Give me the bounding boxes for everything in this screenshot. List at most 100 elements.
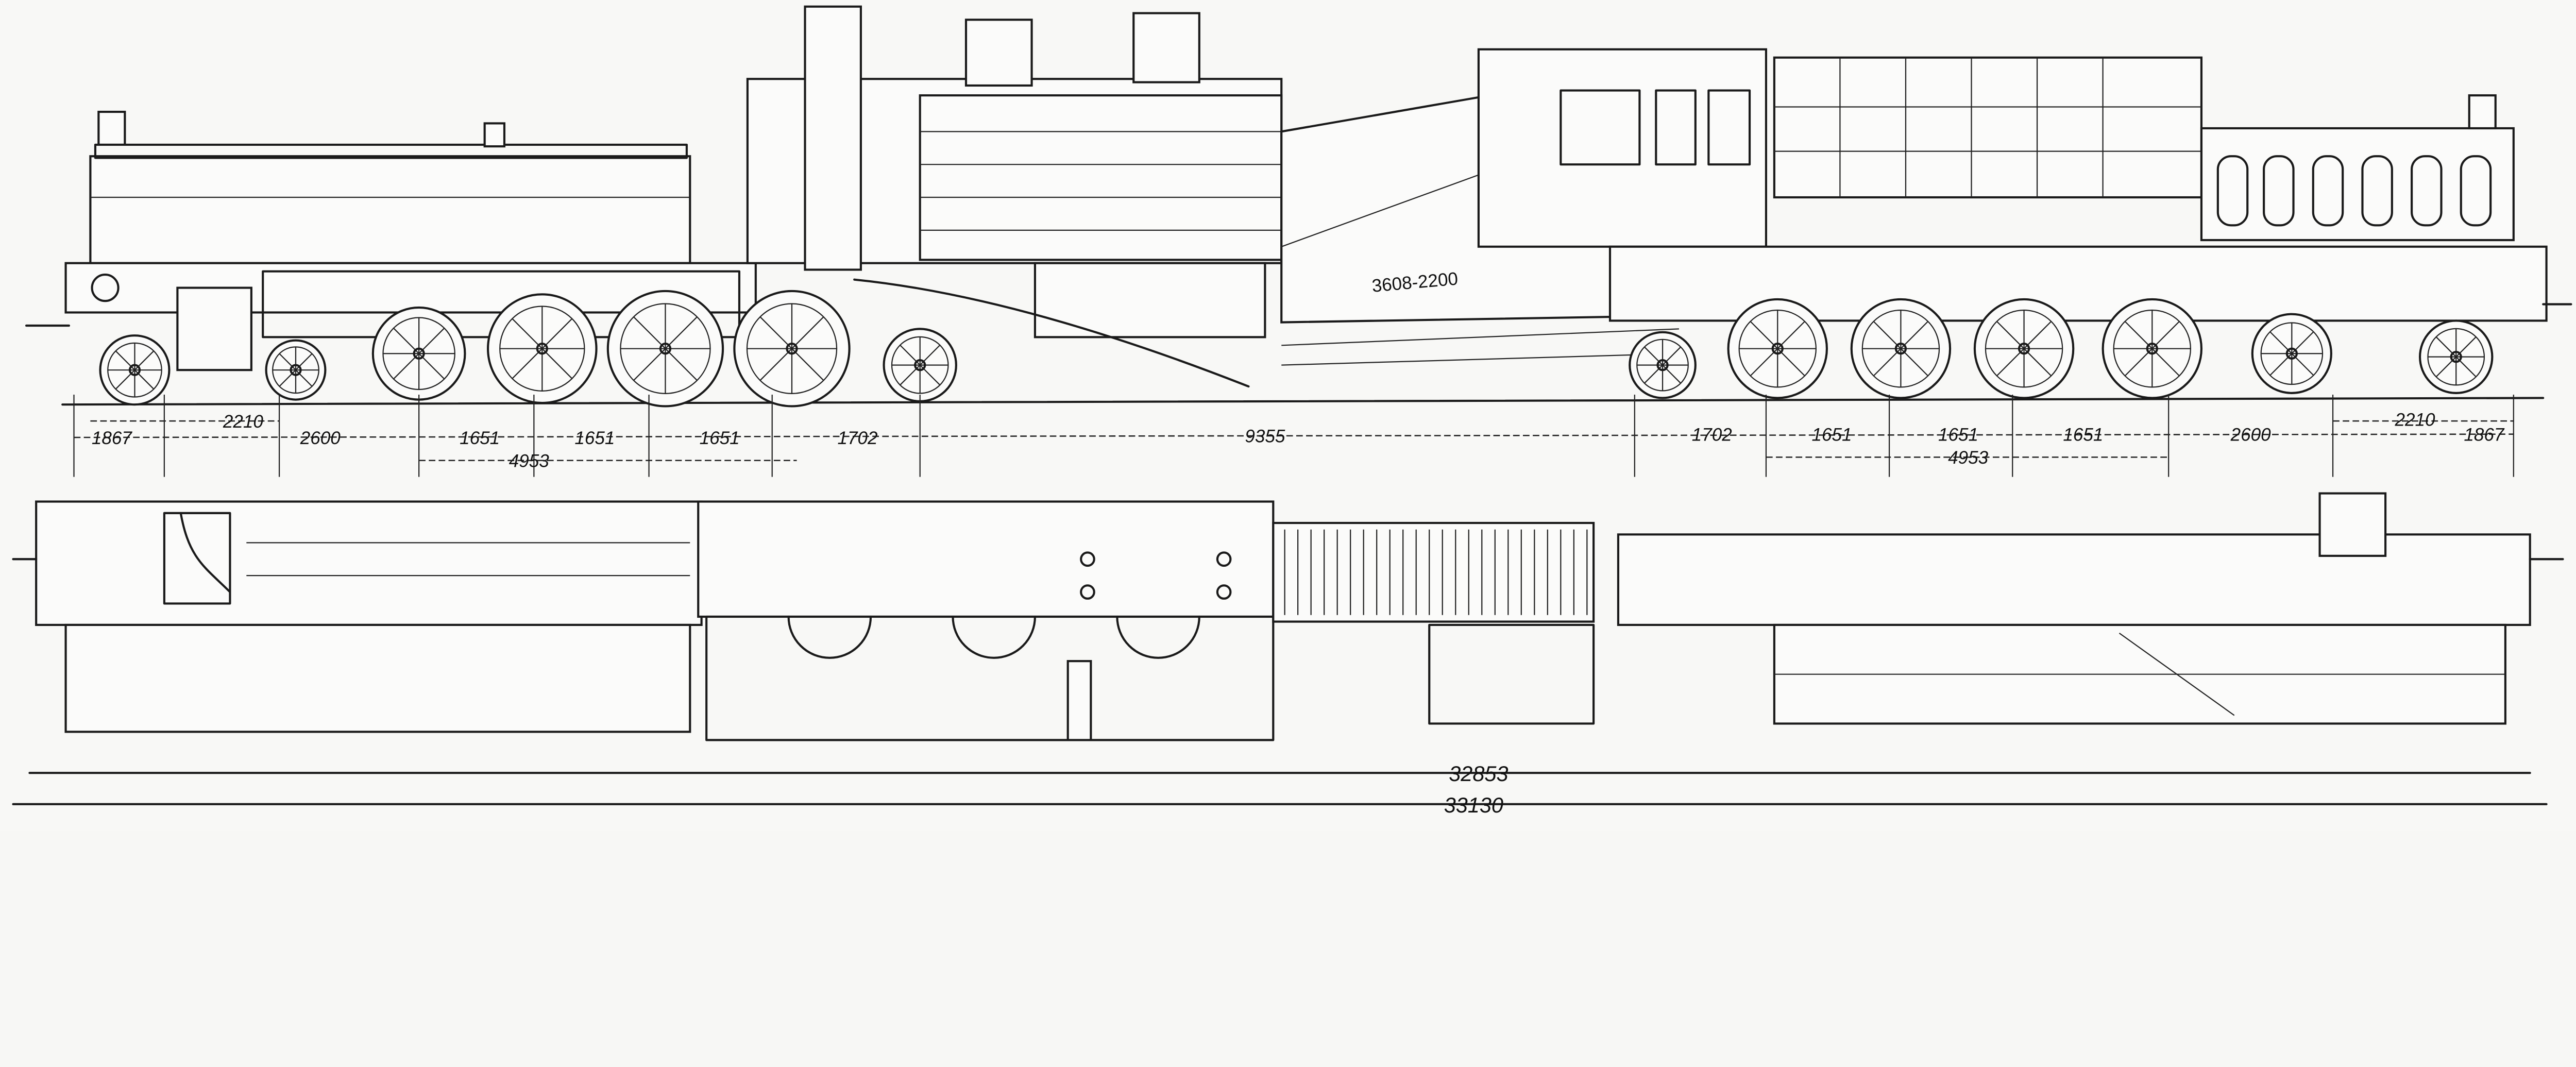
dim-1702-right: 1702 <box>1692 425 1732 445</box>
dim-1651-right-3: 1651 <box>2063 425 2103 445</box>
extension-lines <box>73 395 2514 477</box>
boiler-barrel <box>919 94 1283 261</box>
wheel-spoke <box>1873 321 1902 349</box>
wheel-spoke <box>1777 348 1805 377</box>
wheel <box>733 290 851 408</box>
wheel-spoke <box>541 348 573 379</box>
dim-9355: 9355 <box>1245 427 1285 447</box>
wheel-spoke <box>2023 348 2052 377</box>
wheel-spoke <box>2124 321 2153 349</box>
wheel-spoke <box>2124 348 2153 377</box>
boiler-unit <box>746 5 1283 388</box>
wheel <box>1973 298 2075 399</box>
steam-dome <box>1132 12 1200 83</box>
wheel-hub <box>413 347 425 360</box>
boiler-unit-frame <box>697 500 1275 618</box>
wheel-hub <box>2018 343 2030 355</box>
wheel-spoke <box>1750 348 1778 377</box>
wheel <box>2418 319 2494 394</box>
cab-window <box>1707 89 1751 166</box>
wheel-hub <box>659 343 672 355</box>
dim-2600-right: 2600 <box>2230 425 2271 445</box>
wheel <box>371 306 466 401</box>
grille-bars <box>1284 529 1588 615</box>
wheel-hub <box>1771 343 1784 355</box>
side-elevation: 3608-2200 <box>25 5 2572 408</box>
dim-1651-left-3: 1651 <box>700 428 740 448</box>
wheel <box>486 293 598 404</box>
wheel-spoke <box>2023 321 2052 349</box>
wheel <box>265 339 327 401</box>
dim-4953-left: 4953 <box>509 451 549 471</box>
wheel-spoke <box>279 369 296 387</box>
dim-2210-right: 2210 <box>2394 410 2435 430</box>
wheel-spoke <box>665 348 698 381</box>
locomotive-technical-drawing: 3608-2200 <box>12 5 2572 817</box>
wheel-spoke <box>2151 321 2180 349</box>
wheel-spoke <box>791 348 824 381</box>
wheel-hub <box>536 343 548 355</box>
cab-window <box>1560 89 1641 166</box>
wheel-spoke <box>791 316 824 349</box>
wheel-hub <box>2146 343 2158 355</box>
wheel-spoke <box>759 316 792 349</box>
rear-water-tank-unit <box>25 110 757 371</box>
wheel-spoke <box>2151 348 2180 377</box>
wheel-spoke <box>665 316 698 349</box>
wheel-spoke <box>1750 321 1778 349</box>
wheel-hub <box>128 364 141 376</box>
wheel-hub <box>786 343 798 355</box>
wheel-spoke <box>295 369 313 387</box>
dim-1651-right-1: 1651 <box>1811 425 1852 445</box>
wheel-spoke <box>512 348 543 379</box>
wheel <box>1850 298 1952 399</box>
dim-2210-left: 2210 <box>223 412 263 432</box>
chimney <box>804 5 862 271</box>
wheel-hub <box>1894 343 1907 355</box>
wheel-spoke <box>279 353 296 370</box>
dimension-lines: 1867 2210 2600 1651 1651 1651 1702 9355 … <box>12 395 2548 817</box>
front-bunker <box>1773 56 2203 199</box>
dim-4953-right: 4953 <box>1948 448 1988 468</box>
wheel-hub <box>290 364 302 376</box>
wheel-spoke <box>512 318 543 349</box>
wheel-spoke <box>1996 321 2025 349</box>
wheel-hub <box>914 359 926 371</box>
front-unit-frame <box>1617 533 2531 626</box>
wheel <box>1629 331 1697 399</box>
wheel-spoke <box>633 348 666 381</box>
wheel-spoke <box>1777 321 1805 349</box>
safety-valve-dome <box>964 19 1033 87</box>
wheel-spoke <box>633 316 666 349</box>
dim-overall-33130: 33130 <box>1444 793 1503 817</box>
wheel <box>2102 298 2203 399</box>
dim-1651-left-2: 1651 <box>574 428 615 448</box>
dim-1867-right: 1867 <box>2464 425 2504 445</box>
plan-view <box>12 492 2564 741</box>
wheel-spoke <box>541 318 573 349</box>
rail-line <box>61 397 2545 406</box>
wheels <box>99 290 2494 408</box>
wheel-spoke <box>1873 348 1902 377</box>
radiator-grille <box>1272 521 1595 623</box>
rear-unit-frame <box>35 500 703 626</box>
wheel <box>606 290 724 408</box>
wheel-hub <box>2450 350 2462 363</box>
wheel <box>1727 298 1828 399</box>
wheel-spoke <box>1900 321 1928 349</box>
dim-overall-32853: 32853 <box>1449 761 1508 786</box>
wheel <box>2251 313 2332 394</box>
front-lamp <box>2468 94 2497 130</box>
cab-window <box>1655 89 1697 166</box>
wheel-spoke <box>295 353 313 370</box>
dim-1651-left-1: 1651 <box>460 428 500 448</box>
rear-tank-plan <box>64 623 691 733</box>
wheel-spoke <box>1900 348 1928 377</box>
dim-2600-left: 2600 <box>300 428 341 448</box>
wheel <box>99 334 171 406</box>
dim-1867-left: 1867 <box>92 428 132 448</box>
wheel-spoke <box>759 348 792 381</box>
wheel-hub <box>1656 359 1669 371</box>
dim-1651-right-2: 1651 <box>1938 425 1978 445</box>
wheel-hub <box>2285 347 2298 360</box>
